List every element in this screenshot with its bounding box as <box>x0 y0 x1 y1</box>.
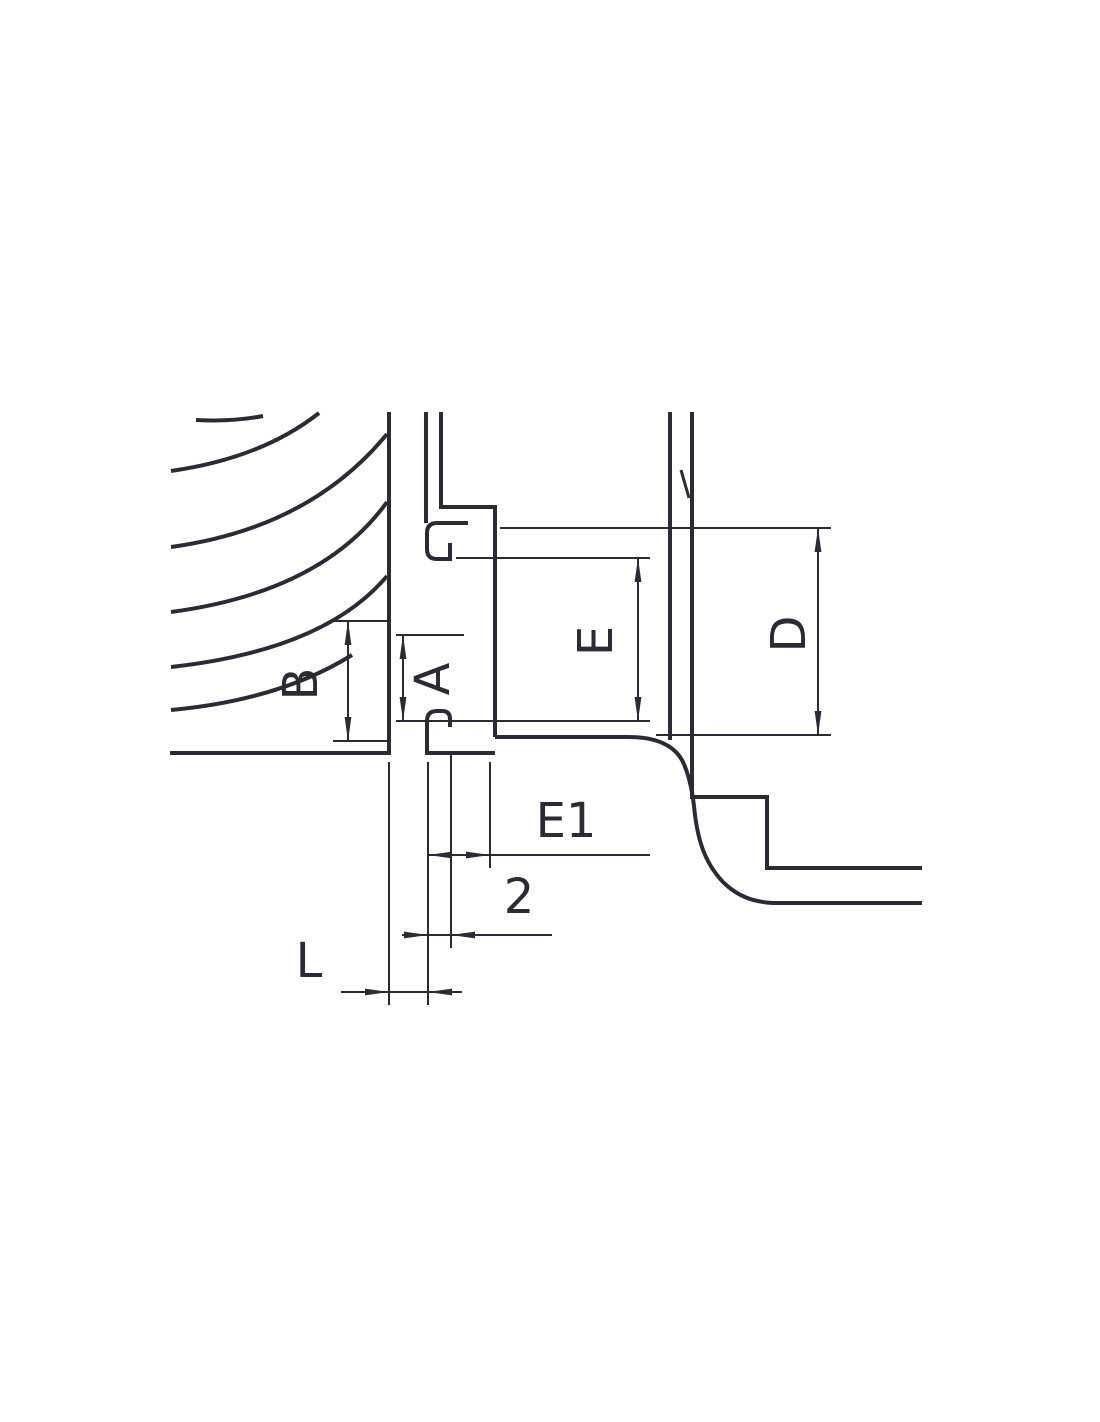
wall-chamfer-tick <box>679 469 691 499</box>
dimension-label-a: A <box>405 662 461 695</box>
curved-surface-arc <box>170 432 389 549</box>
dimension-E: E <box>456 557 650 721</box>
dimension-A: A <box>396 634 650 722</box>
dimension-D: D <box>500 527 831 736</box>
housing-inner-surface <box>495 735 922 905</box>
dimension-label-l: L <box>296 933 323 989</box>
curved-surface-arcs <box>170 411 389 712</box>
part-outline <box>170 411 922 905</box>
dimension-label-2: 2 <box>504 869 535 925</box>
curved-surface-arc <box>170 653 354 712</box>
dimension-2: 2 <box>402 752 552 948</box>
dimension-label-b: B <box>273 668 329 701</box>
curved-surface-arc <box>170 500 389 614</box>
curved-surface-arc <box>195 414 264 423</box>
dimension-label-e: E <box>568 626 624 656</box>
dimension-label-d: D <box>761 616 817 653</box>
dimension-label-e1: E1 <box>536 793 597 849</box>
curved-surface-arc <box>170 574 389 669</box>
dimension-L: L <box>296 762 462 1005</box>
housing-outer-contour <box>690 412 922 870</box>
wall-step-seat <box>439 412 497 737</box>
lower-lip-and-bottom <box>425 709 495 755</box>
upper-lip-groove <box>425 521 468 561</box>
dimension-E1: E1 <box>427 762 650 1005</box>
curved-surface-arc <box>170 411 321 473</box>
dimension-B: B <box>273 620 391 742</box>
